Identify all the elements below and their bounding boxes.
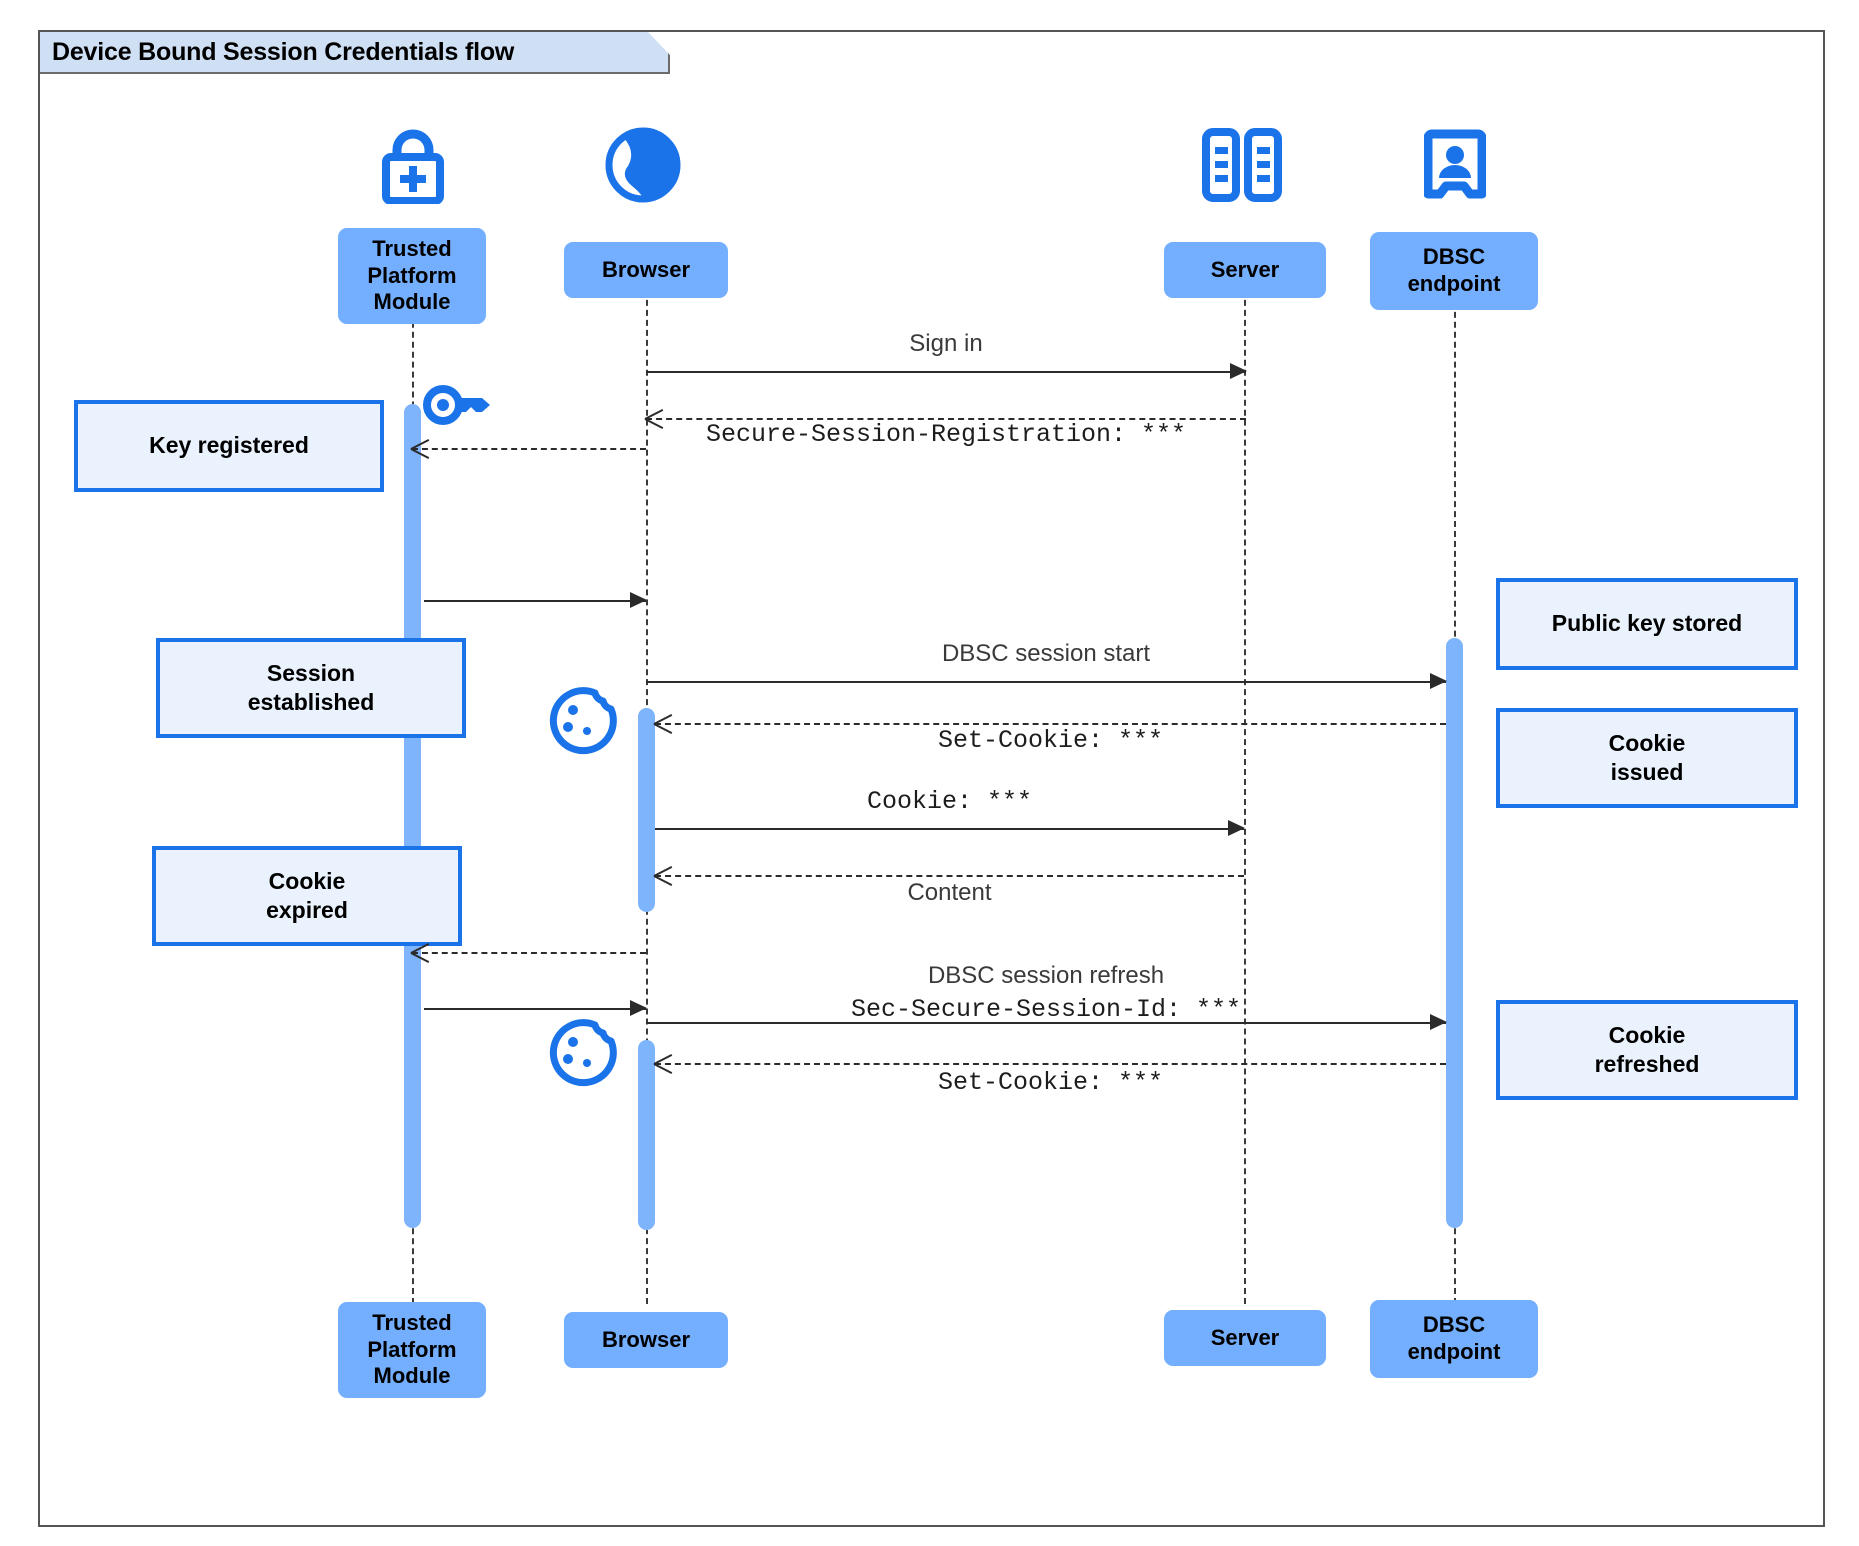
lifeline-server	[1244, 250, 1246, 1304]
note-cookie-expired: Cookie expired	[152, 846, 462, 946]
id-badge-icon	[1423, 128, 1487, 209]
note-key-registered: Key registered	[74, 400, 384, 492]
participant-footer-browser[interactable]: Browser	[564, 1312, 728, 1368]
note-text-line2: expired	[266, 897, 348, 923]
server-racks-icon	[1200, 128, 1284, 207]
note-cookie-refreshed: Cookie refreshed	[1496, 1000, 1798, 1100]
participant-label-line1: Trusted	[372, 235, 452, 261]
message-label-content: Content	[907, 879, 992, 906]
participant-label-line2: endpoint	[1407, 271, 1501, 296]
key-icon	[422, 380, 500, 435]
participant-label-line1: Trusted	[372, 1309, 452, 1335]
note-text-line1: Cookie	[1608, 729, 1686, 756]
cookie-icon	[546, 686, 618, 763]
participant-label-line2: Platform	[367, 1336, 457, 1362]
note-public-key-stored: Public key stored	[1496, 578, 1798, 670]
participant-header-tpm[interactable]: Trusted Platform Module	[338, 228, 486, 324]
note-text-line2: issued	[1610, 759, 1684, 785]
diagram-title-tab: Device Bound Session Credentials flow	[40, 32, 670, 74]
note-text-line2: refreshed	[1594, 1051, 1700, 1077]
participant-label: Server	[1210, 1324, 1280, 1350]
message-label-cookie: Cookie: ***	[866, 787, 1033, 816]
padlock-plus-icon	[370, 128, 456, 209]
message-label-sec-secure-session-id: Sec-Secure-Session-Id: ***	[850, 995, 1242, 1024]
activation-bar-browser-2	[638, 1040, 655, 1230]
message-label-set-cookie-1: Set-Cookie: ***	[937, 726, 1164, 755]
participant-label: Browser	[601, 1326, 691, 1352]
note-text-line1: Cookie	[268, 867, 346, 894]
note-cookie-issued: Cookie issued	[1496, 708, 1798, 808]
participant-label-line1: DBSC	[1422, 1312, 1486, 1338]
note-text-line1: Session	[266, 659, 356, 686]
participant-label: Browser	[601, 256, 691, 282]
participant-label-line3: Module	[373, 1363, 451, 1389]
note-text: Public key stored	[1551, 610, 1743, 637]
message-label-dbsc-session-refresh: DBSC session refresh	[927, 962, 1165, 989]
globe-icon	[602, 126, 684, 209]
activation-bar-browser-1	[638, 708, 655, 912]
activation-bar-tpm	[404, 404, 421, 1228]
message-label-secure-session-registration: Secure-Session-Registration: ***	[705, 420, 1187, 449]
participant-label-line1: DBSC	[1422, 244, 1486, 270]
note-session-established: Session established	[156, 638, 466, 738]
participant-header-browser[interactable]: Browser	[564, 242, 728, 298]
participant-footer-tpm[interactable]: Trusted Platform Module	[338, 1302, 486, 1398]
cookie-icon	[546, 1018, 618, 1095]
participant-footer-server[interactable]: Server	[1164, 1310, 1326, 1366]
message-label-sign-in: Sign in	[909, 330, 983, 357]
participant-label-line3: Module	[373, 289, 451, 315]
page-title: Device Bound Session Credentials flow	[52, 37, 515, 66]
message-label-dbsc-session-start: DBSC session start	[941, 640, 1151, 667]
message-label-set-cookie-2: Set-Cookie: ***	[937, 1068, 1164, 1097]
note-text: Key registered	[149, 432, 309, 459]
participant-header-dbsc[interactable]: DBSC endpoint	[1370, 232, 1538, 310]
participant-label-line2: Platform	[367, 262, 457, 288]
participant-label: Server	[1210, 256, 1280, 282]
note-text-line1: Cookie	[1608, 1021, 1686, 1048]
note-text-line2: established	[247, 689, 375, 715]
participant-header-server[interactable]: Server	[1164, 242, 1326, 298]
participant-label-line2: endpoint	[1407, 1339, 1501, 1364]
activation-bar-dbsc	[1446, 638, 1463, 1228]
participant-footer-dbsc[interactable]: DBSC endpoint	[1370, 1300, 1538, 1378]
